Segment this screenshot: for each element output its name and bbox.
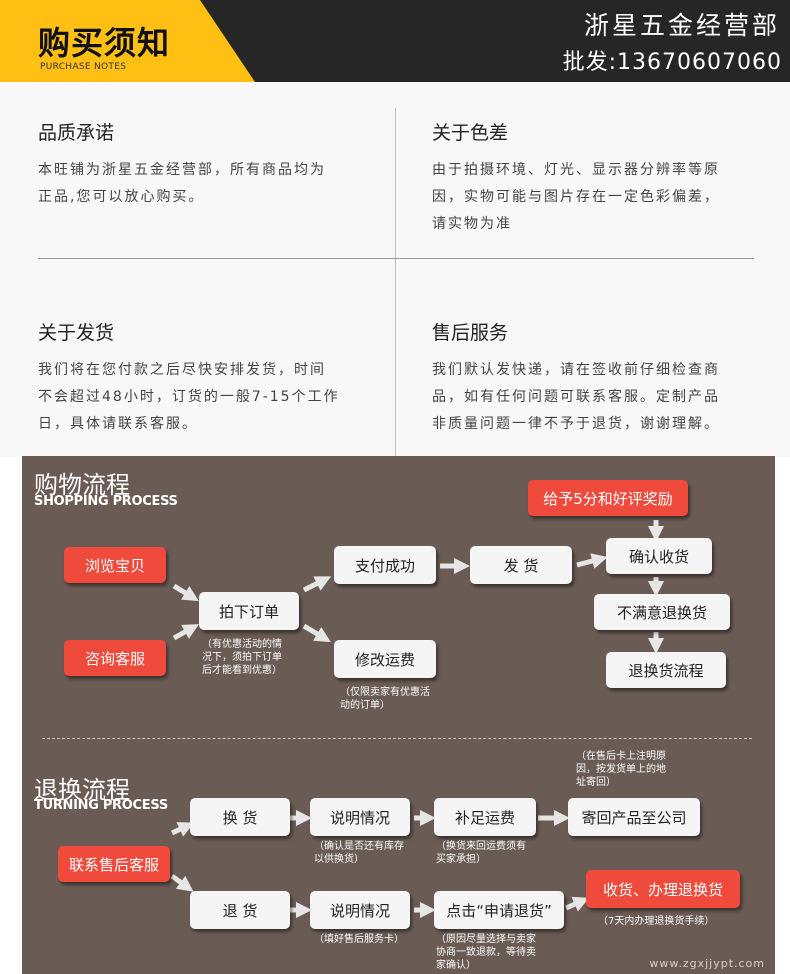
exchange-step: 换 货 [190, 798, 290, 836]
process-panel: 购物流程 SHOPPING PROCESS 浏览宝贝 咨询客服 拍下订单 （有优… [22, 456, 775, 974]
note-line: 因，实物可能与图片存在一定色彩偏差， [432, 189, 720, 205]
note-line: 本旺铺为浙星五金经营部，所有商品均为 [38, 162, 326, 178]
notes-divider-vertical [395, 108, 396, 456]
note-line: 由于拍摄环境、灯光、显示器分辨率等原 [432, 162, 720, 178]
note-line: 不会超过48小时，订货的一般7-15个工作 [38, 389, 340, 405]
explain-exchange-step: 说明情况 [310, 798, 410, 836]
review-reward-step: 给予5分和好评奖励 [528, 480, 688, 516]
note-line: 请实物为准 [432, 216, 512, 232]
receive-process-note: （7天内办理退换货手续） [598, 916, 715, 927]
send-back-step: 寄回产品至公司 [568, 798, 700, 836]
place-order-step: 拍下订单 [199, 592, 299, 630]
arrow-icon [576, 553, 608, 569]
arrow-icon [564, 896, 590, 912]
note-line: 日，具体请联系客服。 [38, 416, 198, 432]
note-line: 正品,您可以放心购买。 [38, 189, 205, 205]
note-title: 关于发货 [38, 322, 115, 344]
place-order-note: （有优惠活动的情况下，须拍下订单后才能看到优惠） [202, 639, 282, 676]
returns-title: 退换流程 [34, 776, 130, 804]
shopping-title: 购物流程 [34, 471, 130, 499]
explain-refund-step: 说明情况 [310, 891, 410, 929]
note-line: 非质量问题一律不予于退货，谢谢理解。 [432, 416, 720, 432]
wholesale-phone: 批发:13670607060 [562, 50, 782, 75]
notes-divider-horizontal [38, 258, 754, 259]
receive-process-step: 收货、办理退换货 [586, 870, 740, 908]
header-bar: 购买须知 PURCHASE NOTES 浙星五金经营部 批发:136706070… [0, 0, 790, 82]
explain-exchange-note: （确认是否还有库存以供换货） [314, 841, 404, 865]
note-shipping: 关于发货 我们将在您付款之后尽快安排发货，时间不会超过48小时，订货的一般7-1… [38, 318, 368, 438]
supplement-fee-note: （换货来回运费须有买家承担） [436, 841, 526, 865]
note-title: 售后服务 [432, 322, 509, 344]
modify-fee-step: 修改运费 [334, 640, 436, 678]
arrow-icon [302, 623, 331, 643]
contact-aftersales-step: 联系售后客服 [58, 846, 170, 882]
page-subtitle: PURCHASE NOTES [40, 62, 127, 72]
note-line: 我们默认发快递，请在签收前仔细检查商 [432, 362, 720, 378]
note-quality: 品质承诺 本旺铺为浙星五金经营部，所有商品均为正品,您可以放心购买。 [38, 118, 368, 211]
ship-step: 发 货 [470, 546, 572, 584]
unsatisfied-step: 不满意退换货 [594, 594, 730, 630]
note-title: 关于色差 [432, 122, 509, 144]
consult-step: 咨询客服 [64, 640, 166, 676]
arrow-icon [302, 576, 332, 593]
arrow-icon [170, 873, 194, 892]
section-divider [42, 738, 752, 739]
browse-step: 浏览宝贝 [64, 547, 166, 583]
return-flow-step: 退换货流程 [606, 652, 726, 688]
refund-step: 退 货 [190, 891, 290, 929]
supplement-fee-step: 补足运费 [434, 798, 536, 836]
note-line: 品，如有任何问题可联系客服。定制产品 [432, 389, 720, 405]
confirm-receipt-step: 确认收货 [606, 538, 712, 574]
explain-refund-note: （填好售后服务卡） [314, 934, 404, 945]
arrow-icon [170, 822, 195, 837]
watermark: www.zgxjjypt.com [649, 957, 765, 970]
arrow-layer [170, 520, 665, 919]
shopping-subtitle: SHOPPING PROCESS [34, 494, 178, 509]
arrow-icon [172, 624, 199, 641]
note-line: 我们将在您付款之后尽快安排发货，时间 [38, 362, 326, 378]
note-title: 品质承诺 [38, 122, 115, 144]
modify-fee-note: （仅限卖家有优惠活动的订单） [340, 687, 430, 711]
apply-refund-note: （原因尽量选择与卖家协商一致退款，等待卖家确认） [436, 934, 536, 971]
note-color: 关于色差 由于拍摄环境、灯光、显示器分辨率等原因，实物可能与图片存在一定色彩偏差… [432, 118, 762, 238]
returns-subtitle: TURNING PROCESS [34, 798, 168, 813]
apply-refund-step: 点击“申请退货” [434, 891, 564, 929]
note-aftersales: 售后服务 我们默认发快递，请在签收前仔细检查商品，如有任何问题可联系客服。定制产… [432, 318, 762, 438]
store-name: 浙星五金经营部 [583, 11, 780, 40]
arrow-icon [172, 583, 199, 602]
page-title: 购买须知 [38, 24, 171, 62]
send-back-note: （在售后卡上注明原因，按发货单上的地址寄回） [576, 751, 666, 788]
payment-step: 支付成功 [334, 546, 436, 584]
